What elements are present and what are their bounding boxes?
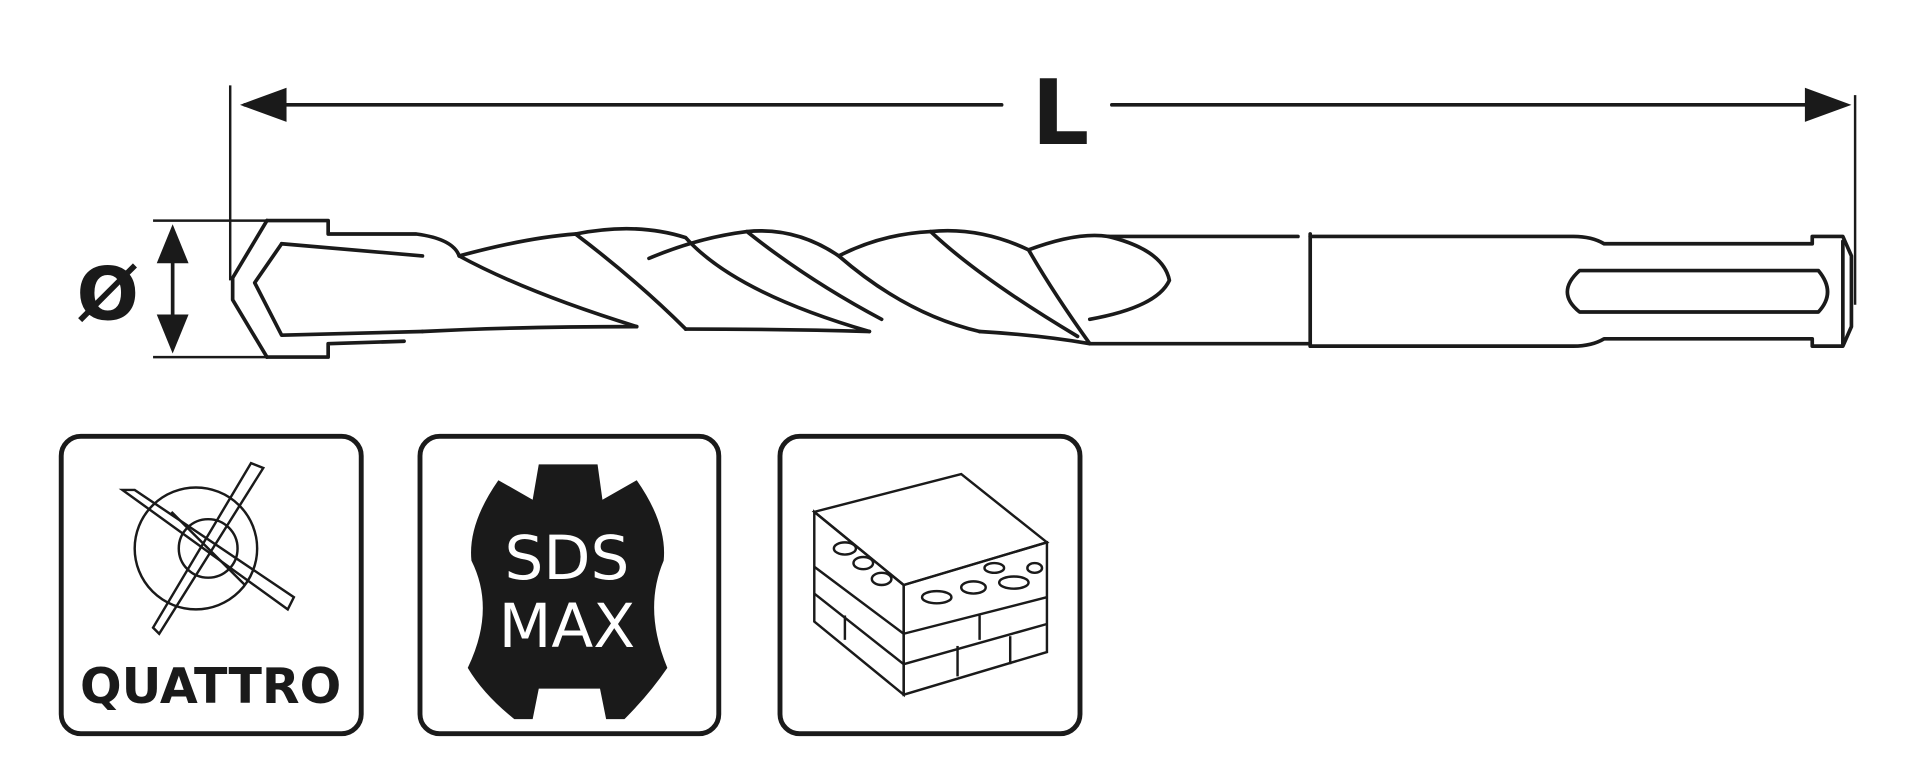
sds-max-badge: SDS MAX: [417, 433, 722, 737]
drill-bit-drawing: [230, 218, 1854, 359]
quattro-cross-tip-icon: [118, 461, 296, 636]
length-label: L: [1032, 61, 1090, 166]
quattro-label: QUATTRO: [80, 658, 341, 715]
sds-shank-shape-icon: [467, 464, 668, 720]
arrow-right-icon: [1804, 87, 1852, 122]
masonry-badge: [777, 433, 1083, 737]
sds-label: SDS: [505, 523, 630, 594]
diameter-dimension: Ø: [77, 219, 272, 359]
max-label: MAX: [499, 591, 636, 662]
quattro-badge: QUATTRO: [58, 433, 364, 737]
length-dimension: L: [228, 61, 1857, 305]
masonry-block-icon: [811, 472, 1050, 698]
diameter-label: Ø: [77, 252, 139, 337]
arrow-left-icon: [240, 87, 287, 122]
